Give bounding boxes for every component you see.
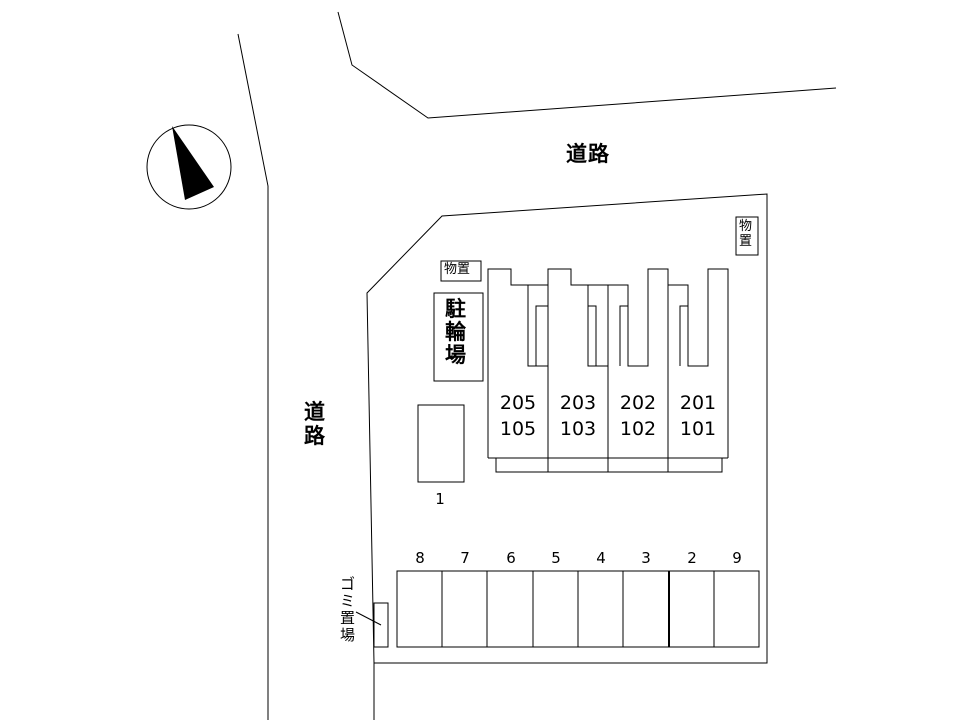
parking-number-label: 5 [551, 549, 561, 567]
unit-upper-label: 203 [559, 392, 597, 414]
bicycle-parking-box [433, 292, 484, 382]
road-label-left: 道路 [304, 400, 325, 448]
entrance-201 [679, 285, 689, 366]
storage-label-left: 物置 [444, 262, 471, 277]
unit-lower-label: 102 [619, 418, 657, 440]
unit-upper-label: 202 [619, 392, 657, 414]
road-edge-left [237, 33, 269, 720]
entrance-203 [588, 284, 609, 367]
unit-lower-label: 103 [559, 418, 597, 440]
parking-number-label: 4 [596, 549, 606, 567]
road-label-top: 道路 [566, 142, 610, 166]
parking-number-label: 7 [460, 549, 470, 567]
parking-number-label: 6 [506, 549, 516, 567]
compass-circle [146, 124, 232, 210]
storage-box-left [440, 260, 482, 282]
bicycle-parking-label: 駐輪場 [445, 297, 466, 367]
north-arrow-icon [172, 126, 214, 200]
entrance-202 [619, 285, 629, 366]
unit-lower-label: 105 [499, 418, 537, 440]
road-edge-top [337, 11, 837, 119]
unit-201-outline [667, 268, 729, 458]
parking-number-label: 1 [435, 490, 445, 508]
balcony [495, 458, 723, 473]
garbage-leader [355, 611, 382, 626]
unit-lower-label: 101 [679, 418, 717, 440]
unit-upper-label: 201 [679, 392, 717, 414]
property-boundary [366, 193, 768, 720]
unit-205-outline [487, 268, 549, 458]
parking-number-label: 2 [687, 549, 697, 567]
unit-202-outline [607, 268, 669, 458]
building [487, 268, 729, 473]
garbage-area-label: ゴミ置場 [340, 575, 356, 644]
parking-number-label: 8 [415, 549, 425, 567]
parking-space-1 [417, 404, 465, 483]
garbage-box [373, 602, 389, 648]
parking-number-label: 3 [641, 549, 651, 567]
parking-number-label: 9 [732, 549, 742, 567]
entrance-205 [528, 284, 549, 366]
unit-upper-label: 205 [499, 392, 537, 414]
storage-box-right [735, 216, 759, 256]
storage-label-right: 物置 [739, 219, 753, 249]
